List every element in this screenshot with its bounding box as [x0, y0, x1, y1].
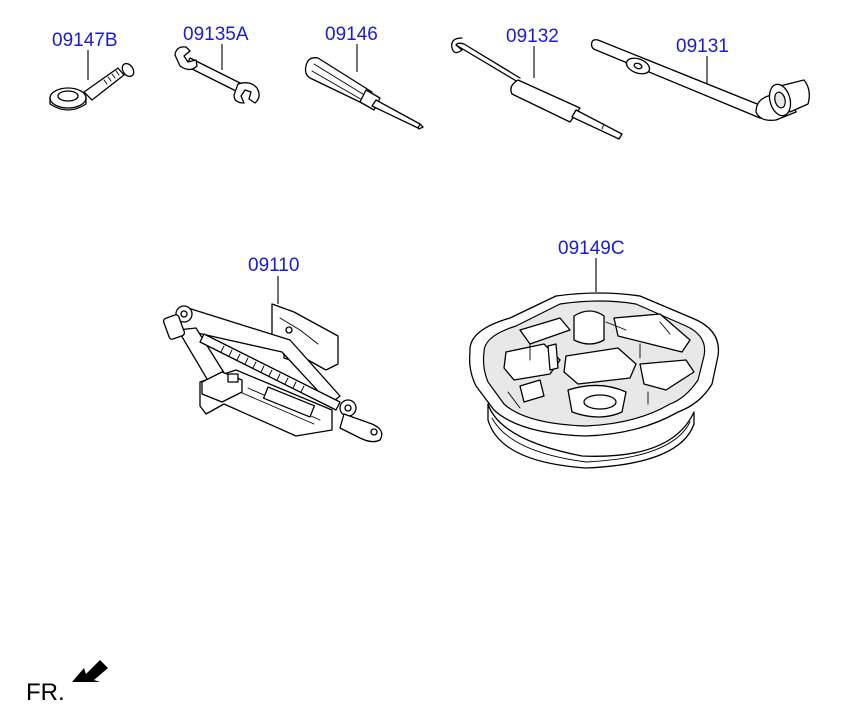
part-label-09149c[interactable]: 09149C	[558, 238, 625, 259]
towing-hook-illustration	[49, 62, 135, 111]
screwdriver-illustration	[304, 57, 424, 130]
part-09146-screwdriver[interactable]: 09146	[304, 24, 424, 130]
part-label-09135a[interactable]: 09135A	[183, 24, 249, 45]
part-label-09131[interactable]: 09131	[676, 36, 729, 57]
part-09135a-wrench[interactable]: 09135A	[174, 24, 260, 104]
tool-tray-illustration	[468, 292, 720, 469]
part-09132-hook-rod[interactable]: 09132	[451, 26, 623, 140]
part-label-09147b[interactable]: 09147B	[52, 30, 118, 51]
part-label-09110[interactable]: 09110	[248, 255, 299, 276]
hook-rod-illustration	[451, 37, 623, 140]
wrench-illustration	[174, 46, 260, 104]
part-09147b-towing-hook[interactable]: 09147B	[49, 30, 136, 111]
wheel-wrench-illustration	[590, 39, 810, 121]
part-label-09132[interactable]: 09132	[506, 26, 559, 47]
part-09131-wheel-wrench[interactable]: 09131	[590, 36, 810, 121]
front-direction-label: FR.	[26, 679, 65, 706]
direction-arrow-icon	[72, 660, 108, 682]
part-09110-scissor-jack[interactable]: 09110	[162, 255, 383, 443]
front-direction-indicator: FR.	[26, 660, 108, 706]
scissor-jack-illustration	[162, 303, 383, 443]
part-label-09146[interactable]: 09146	[325, 24, 378, 45]
part-09149c-tool-tray[interactable]: 09149C	[468, 238, 720, 469]
